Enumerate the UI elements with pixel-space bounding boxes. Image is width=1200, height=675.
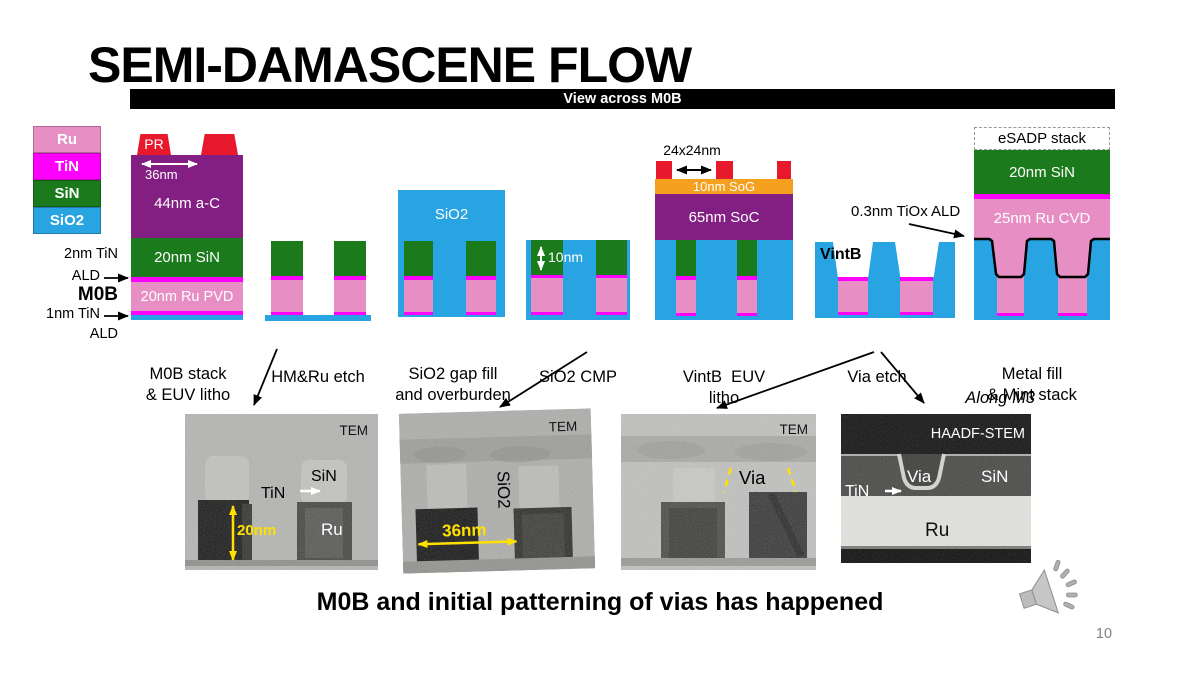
tiox-arrow [908, 223, 965, 239]
step2-pillar-2 [334, 241, 366, 315]
step5-cd-label: 24x24nm [663, 142, 721, 158]
step5-pillar-2 [737, 240, 757, 316]
step5-pr-2 [716, 161, 733, 179]
tiox-annotation: 0.3nm TiOx ALD [851, 203, 961, 220]
legend-item-tin: TiN [33, 153, 101, 180]
tem1-technique-label: TEM [340, 423, 369, 438]
step6-via-opening-1 [833, 242, 873, 277]
step5-pillar-1 [676, 240, 696, 316]
caption-step7: Metal fill& Mint stack [987, 365, 1077, 404]
step7-esadp-box: eSADP stack [974, 127, 1110, 150]
step4-pillar-2 [596, 240, 627, 315]
along-m3-label: Along M3 [965, 389, 1035, 407]
tem3-technique-label: TEM [780, 422, 809, 437]
step2-pillar-1 [271, 241, 303, 315]
annotation-ald-bottom: ALD [89, 326, 118, 342]
annotation-m0b: M0B [77, 284, 118, 305]
legend-item-sin: SiN [33, 180, 101, 207]
caption-step1: M0B stack& EUV litho [145, 365, 231, 404]
banner-label: View across M0B [563, 91, 682, 107]
step7-via-fill-2 [1053, 238, 1092, 276]
tem1-size-label: 20nm [237, 522, 276, 539]
tem1-ru-label: Ru [321, 520, 343, 539]
legend: Ru TiN SiN SiO2 [33, 126, 101, 234]
step6-pillar-2 [900, 277, 933, 315]
cd-36nm-label: 36nm [145, 167, 178, 182]
layer-sog: 10nm SoG [655, 179, 793, 194]
step5-pr-1 [656, 161, 672, 179]
tem3-via-mark-right [786, 467, 798, 493]
step7-ru-cvd: 25nm Ru CVD [974, 199, 1110, 238]
haadf-via-label: Via [907, 467, 932, 486]
step7-tin-line [974, 194, 1110, 199]
tem-image-3: TEM Via [621, 414, 816, 570]
step6-vintb-label: VintB [820, 246, 862, 263]
step3-pillar-1 [404, 241, 433, 315]
haadf-technique-label: HAADF-STEM [931, 426, 1025, 442]
bottom-caption: M0B and initial patterning of vias has h… [316, 588, 884, 616]
tem-image-2: TEM SiO2 36nm [398, 408, 596, 574]
tem1-sin-label: SiN [311, 468, 337, 485]
step7-pillar-1 [997, 277, 1024, 316]
haadf-ru-label: Ru [925, 520, 949, 541]
tem2-technique-label: TEM [549, 419, 578, 435]
step6-via-opening-2 [895, 242, 939, 277]
tem2-36nm-arrow [417, 537, 518, 548]
step7-pillar-2 [1058, 277, 1087, 316]
haadf-stem-image: HAADF-STEM Via SiN TiN Ru [841, 414, 1031, 563]
pr-block-1: PR [137, 134, 171, 155]
layer-soc: 65nm SoC [655, 194, 793, 240]
pr-block-2 [201, 134, 238, 155]
annotation-ald-top: ALD [71, 268, 100, 284]
page-number: 10 [1095, 626, 1113, 642]
tem3-via-mark-left [722, 467, 733, 493]
banner: View across M0B [130, 89, 1115, 109]
annotation-2nm-tin: 2nm TiN [64, 246, 118, 262]
step4-pillar-1 [531, 240, 563, 315]
step7-via-fill-1 [992, 238, 1028, 276]
caption-step4: SiO2 CMP [539, 368, 617, 386]
haadf-tin-label: TiN [845, 483, 869, 500]
tem-image-1: TEM TiN SiN 20nm Ru [185, 414, 378, 570]
page-title: SEMI-DAMASCENE FLOW [88, 37, 692, 93]
layer-a-c-label: 44nm a-C [154, 195, 220, 212]
step2-base [265, 315, 371, 321]
speaker-icon[interactable] [1012, 560, 1084, 622]
step3-sio2-label: SiO2 [434, 206, 469, 223]
caption-step6: Via etch [847, 368, 907, 386]
legend-item-sio2: SiO2 [33, 207, 101, 234]
tem2-size-label: 36nm [442, 520, 487, 540]
step7-sin: 20nm SiN [974, 150, 1110, 194]
layer-sin-1: 20nm SiN [131, 238, 243, 277]
layer-ru-pvd: 20nm Ru PVD [131, 282, 243, 311]
step6-pillar-1 [838, 277, 868, 315]
haadf-sin-label: SiN [981, 467, 1008, 486]
legend-item-ru: Ru [33, 126, 101, 153]
annotation-1nm-tin: 1nm TiN [46, 306, 100, 322]
layer-tin-1nm [131, 311, 243, 315]
tem2-sio2-label: SiO2 [493, 471, 513, 509]
tem1-tin-label: TiN [261, 485, 285, 502]
step3-pillar-2 [466, 241, 496, 315]
layer-sio2-base-1 [131, 315, 243, 320]
layer-tin-2nm [131, 277, 243, 282]
layer-a-c: 36nm 44nm a-C [131, 155, 243, 238]
tem3-via-label: Via [739, 467, 766, 488]
step4-depth-label: 10nm [548, 249, 584, 265]
caption-step2: HM&Ru etch [271, 368, 365, 386]
step5-pr-3 [777, 161, 791, 179]
